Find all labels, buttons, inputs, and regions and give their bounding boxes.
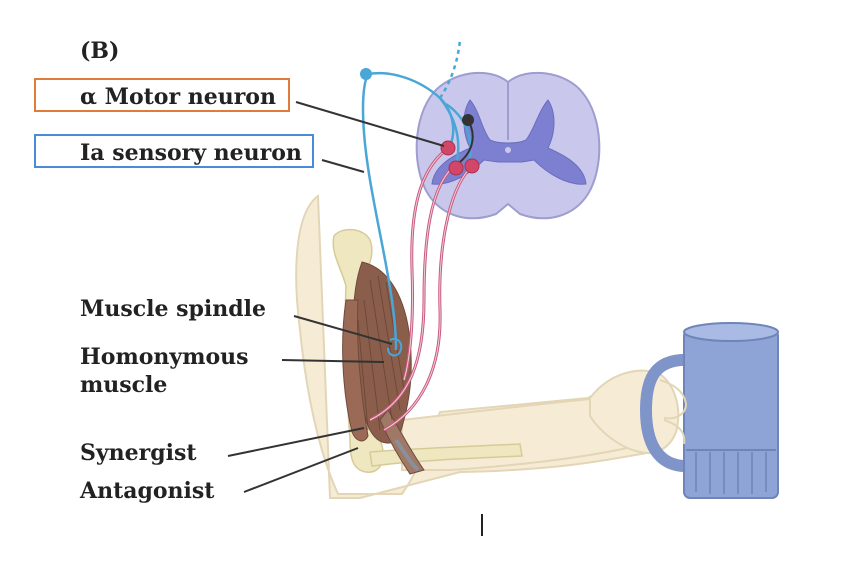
leader-antagonist <box>243 447 359 493</box>
ia-sensory-ascending <box>438 39 462 99</box>
mug-body <box>683 329 779 499</box>
panel-label: (B) <box>80 38 120 64</box>
sensory-neuron-highlight-box <box>34 134 314 168</box>
motor-neuron-soma-1 <box>440 140 456 156</box>
muscle-spindle-ending <box>387 338 403 357</box>
leader-muscle-spindle <box>293 315 393 345</box>
central-canal <box>505 147 511 153</box>
leader-synergist <box>227 427 365 457</box>
motor-fibers-outline <box>369 149 471 431</box>
motor-axon-2-highlight <box>369 167 453 421</box>
label-homonymous-line1: Homonymous <box>80 344 249 370</box>
leader-ia-sensory-neuron <box>321 159 365 173</box>
motor-neuron-somas <box>440 140 480 176</box>
leader-lines <box>227 101 445 493</box>
label-synergist: Synergist <box>80 440 197 466</box>
label-homonymous-line2: muscle <box>80 372 168 398</box>
sensory-fibers <box>361 39 472 351</box>
leader-homonymous-muscle <box>281 359 385 363</box>
motor-axon-3-highlight <box>383 167 471 431</box>
mug-handle <box>639 353 691 473</box>
mug-ribs <box>695 452 767 494</box>
motor-axon-1-highlight <box>403 149 447 381</box>
mug <box>639 322 779 499</box>
motor-neuron-soma-2 <box>448 160 464 176</box>
mug-rim <box>683 322 779 342</box>
leader-alpha-motor-neuron <box>295 101 445 147</box>
ia-sensory-branch-2 <box>439 97 460 165</box>
label-muscle-spindle: Muscle spindle <box>80 296 267 322</box>
sensory-cell-body <box>360 68 372 80</box>
synergist-muscle-shape <box>342 299 369 442</box>
tendon <box>394 438 420 472</box>
ia-sensory-axon <box>361 73 398 351</box>
inhibitory-interneuron <box>462 114 474 126</box>
motor-neuron-highlight-box <box>34 78 290 112</box>
label-antagonist: Antagonist <box>80 478 215 504</box>
hand <box>589 369 680 454</box>
fingers-on-mug <box>659 379 688 445</box>
label-ia-sensory-neuron: Ia sensory neuron <box>80 140 302 166</box>
label-alpha-motor-neuron: α Motor neuron <box>80 84 276 110</box>
motor-neuron-soma-3 <box>464 158 480 174</box>
